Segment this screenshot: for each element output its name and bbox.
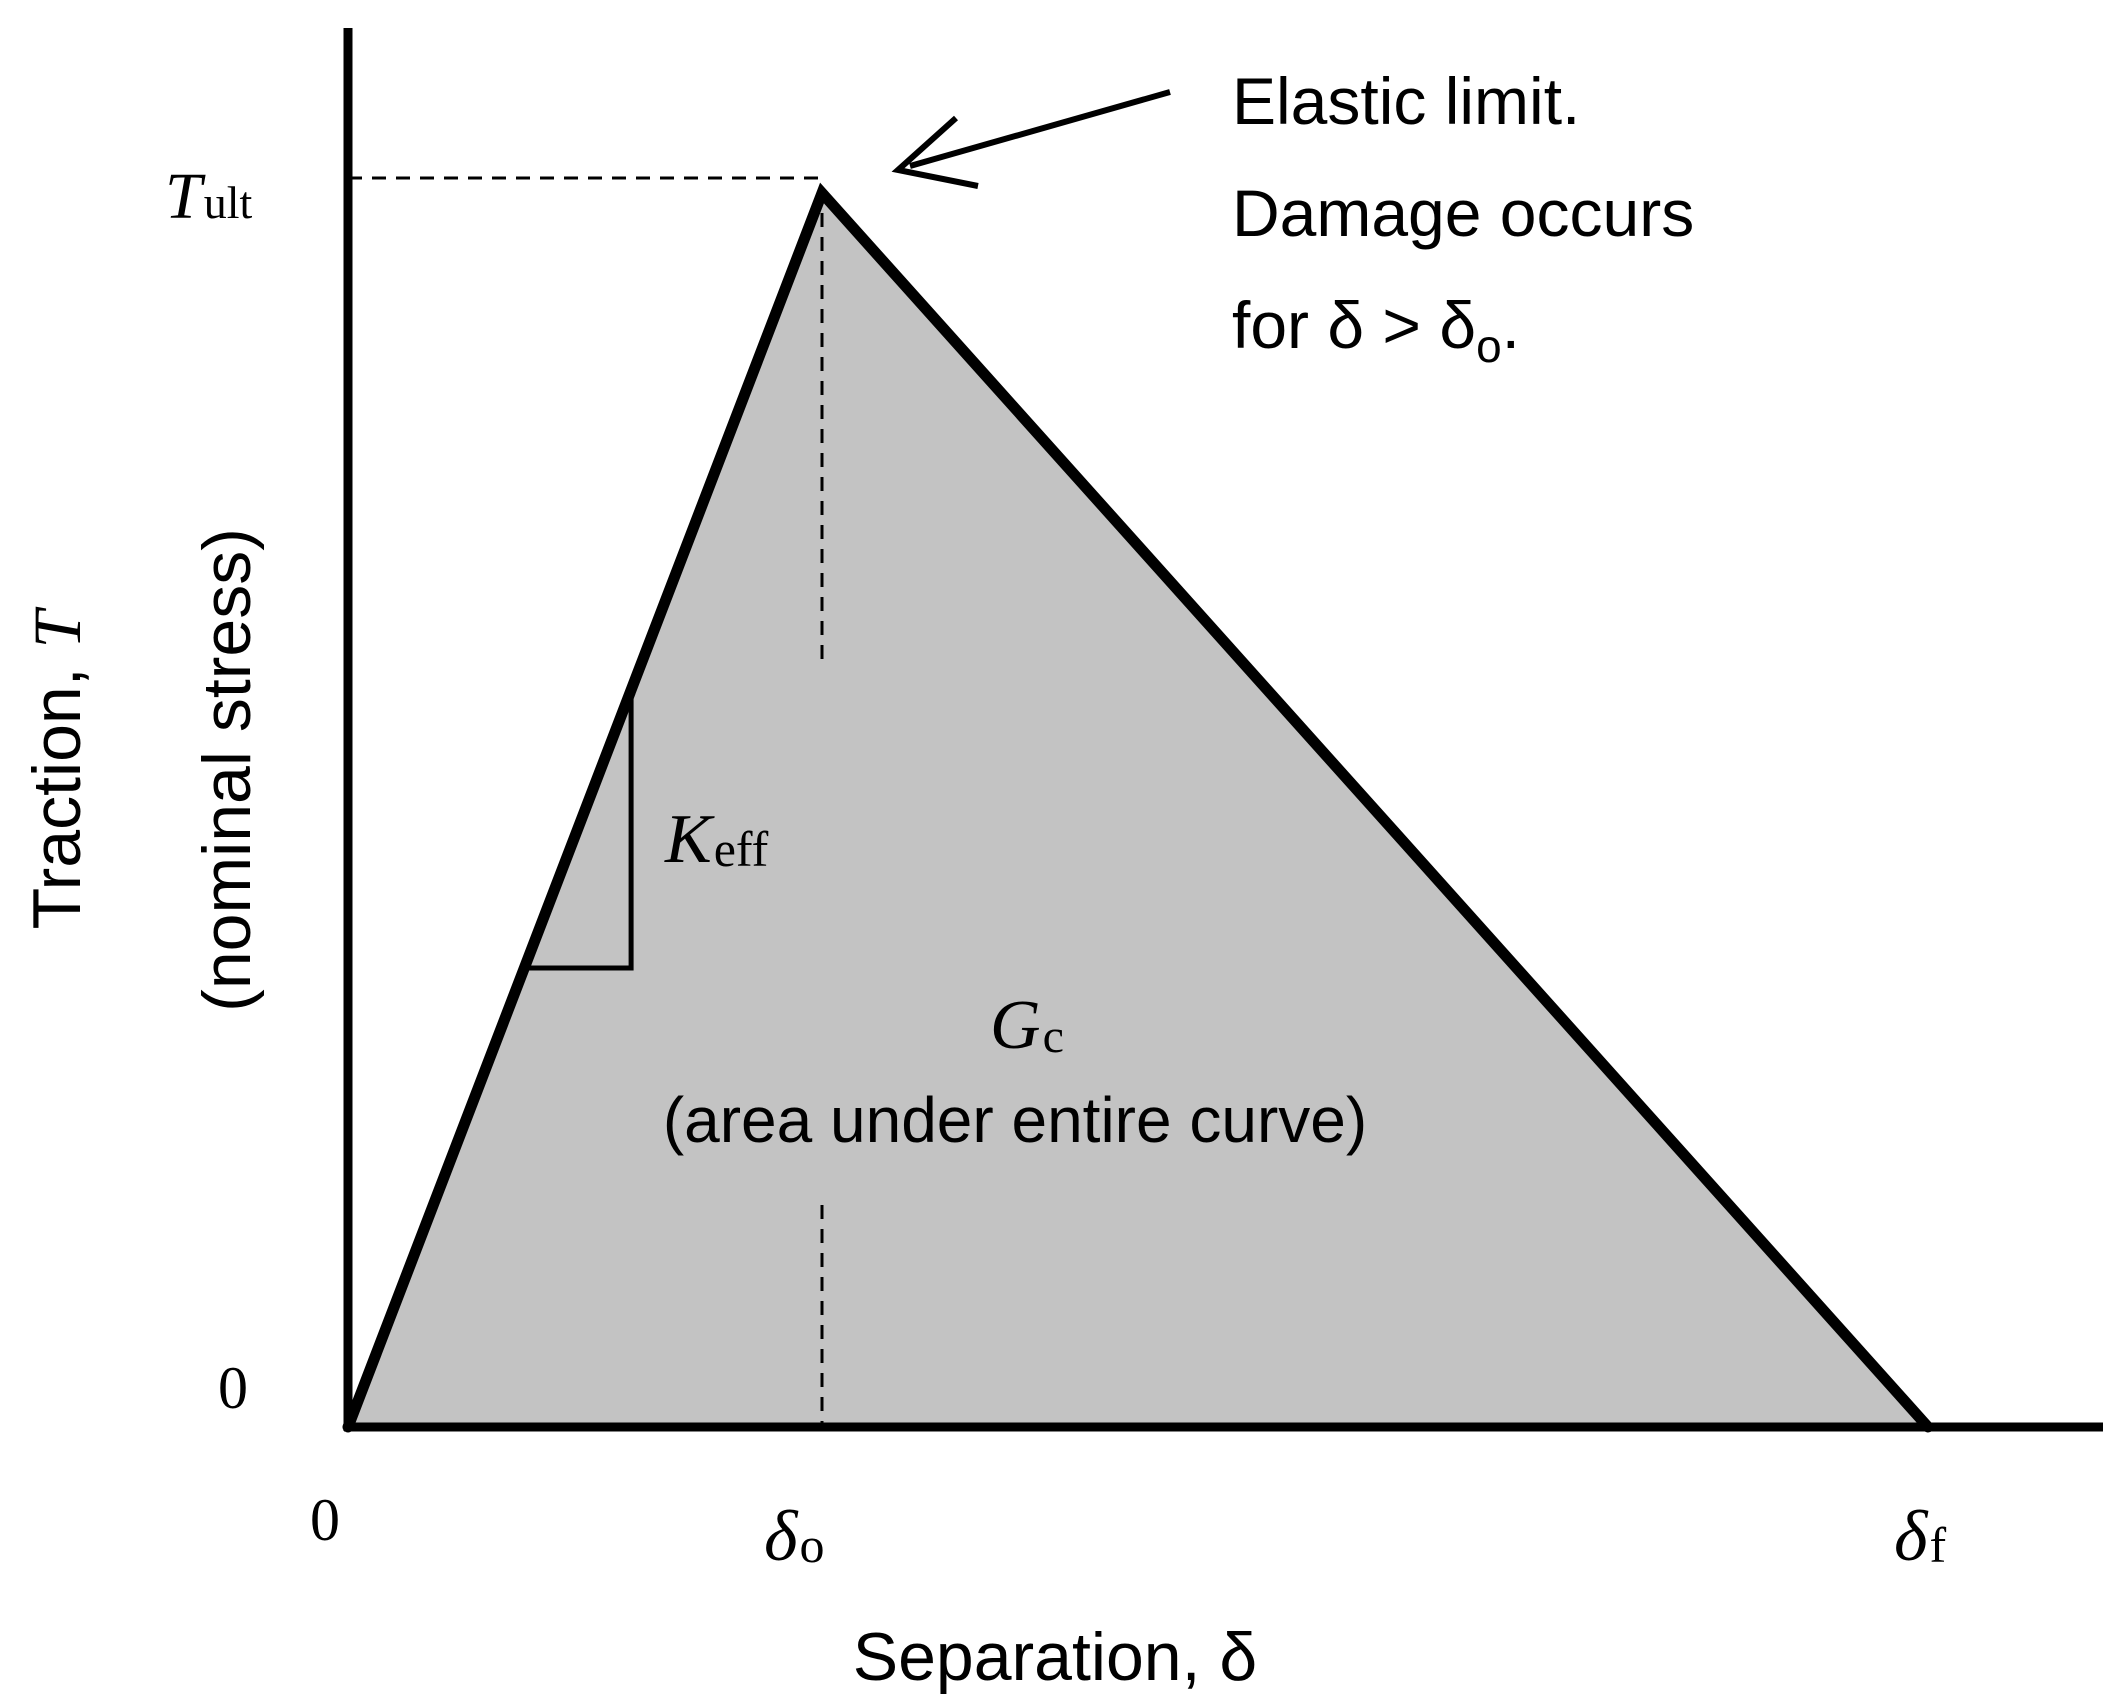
energy-note: (area under entire curve): [663, 1084, 1367, 1156]
y-tick-zero: 0: [218, 1355, 248, 1421]
x-tick-delta-f: δf: [1894, 1496, 1946, 1576]
elastic-limit-line2: Damage occurs: [1232, 176, 1694, 250]
energy-area: [348, 193, 1928, 1427]
stiffness-slope-marker: [524, 690, 634, 971]
y-axis-label-line1: Traction, T: [19, 606, 95, 929]
traction-separation-curve: [342, 182, 1934, 1433]
stiffness-label: Keff: [664, 801, 769, 878]
x-tick-delta-o: δo: [764, 1496, 824, 1576]
elastic-limit-line3: for δ > δo.: [1232, 288, 1520, 372]
elastic-limit-line1: Elastic limit.: [1232, 64, 1580, 138]
x-axis-label: Separation, δ: [853, 1619, 1258, 1695]
y-axis-label-line2: (nominal stress): [189, 528, 265, 1012]
elastic-limit-arrow-head: [891, 115, 979, 189]
y-tick-t-ult: Tult: [165, 160, 252, 233]
energy-label: Gc: [990, 987, 1064, 1064]
x-tick-zero: 0: [310, 1487, 340, 1553]
elastic-limit-arrow-shaft: [909, 89, 1171, 169]
